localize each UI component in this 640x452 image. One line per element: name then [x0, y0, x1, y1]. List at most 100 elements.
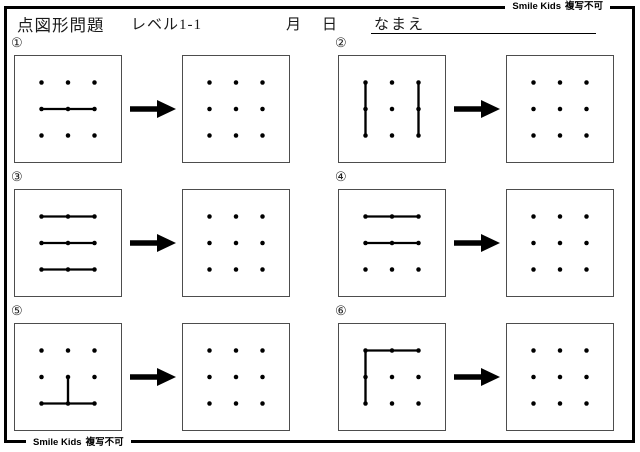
grid-dot [557, 214, 563, 219]
problem-2: ② [335, 35, 614, 163]
grid-dot [531, 240, 536, 246]
problem-3: ③ [11, 170, 290, 297]
grid-dot [207, 267, 212, 272]
grid-dot [531, 214, 536, 219]
grid-dot [39, 214, 44, 219]
grid-dot [389, 267, 395, 272]
grid-dot [65, 348, 71, 353]
grid-dot [39, 267, 44, 272]
grid-dot [65, 401, 71, 406]
grid-dot [416, 80, 421, 85]
problem-number: ⑥ [335, 303, 347, 318]
grid-dot [557, 401, 563, 406]
grid-dot [416, 401, 421, 406]
problem-number: ② [335, 35, 347, 50]
day-label: 日 [322, 17, 338, 33]
grid-dot [557, 133, 563, 138]
grid-dot [363, 374, 368, 380]
grid-dot [584, 401, 589, 406]
grid-dot [65, 80, 71, 85]
grid-dot [207, 374, 212, 380]
grid-dot [260, 106, 265, 112]
grid-dot [363, 80, 368, 85]
grid-dot [557, 240, 563, 246]
grid-dot [65, 374, 71, 380]
grid-dot [233, 214, 239, 219]
grid-dot [416, 267, 421, 272]
grid-dot [207, 133, 212, 138]
grid-dot [260, 133, 265, 138]
grid-dot [584, 267, 589, 272]
source-dot-grid [14, 323, 122, 431]
grid-dot [260, 214, 265, 219]
grid-dot [233, 401, 239, 406]
grid-dot [557, 80, 563, 85]
grid-dot [531, 106, 536, 112]
grid-dot [233, 106, 239, 112]
grid-dot [389, 374, 395, 380]
grid-dot [584, 214, 589, 219]
no-copy-mark: 複写不可 [85, 437, 124, 448]
grid-dot [389, 106, 395, 112]
grid-dot [233, 374, 239, 380]
grid-dot [531, 80, 536, 85]
grid-dot [416, 214, 421, 219]
arrow-right-icon [454, 234, 500, 252]
grid-dot [92, 106, 97, 112]
problem-6: ⑥ [335, 303, 614, 431]
grid-dot [39, 401, 44, 406]
grid-dot [39, 80, 44, 85]
grid-dot [389, 348, 395, 353]
grid-dot [531, 401, 536, 406]
grid-dot [531, 374, 536, 380]
source-dot-grid [14, 55, 122, 163]
grid-dot [233, 348, 239, 353]
grid-dot [207, 106, 212, 112]
arrow-right-icon [454, 100, 500, 118]
answer-dot-grid [182, 323, 290, 431]
grid-dot [389, 80, 395, 85]
grid-dot [363, 214, 368, 219]
grid-dot [92, 240, 97, 246]
grid-dot [416, 374, 421, 380]
grid-dot [207, 348, 212, 353]
problem-number: ④ [335, 169, 347, 184]
arrow-right-icon [130, 100, 176, 118]
problem-4: ④ [335, 169, 614, 297]
grid-dot [584, 133, 589, 138]
grid-dot [531, 267, 536, 272]
grid-dot [65, 214, 71, 219]
problem-number: ① [11, 35, 23, 50]
page-border [4, 6, 635, 443]
grid-dot [39, 348, 44, 353]
grid-dot [389, 214, 395, 219]
grid-dot [207, 80, 212, 85]
grid-dot [416, 240, 421, 246]
grid-dot [260, 348, 265, 353]
grid-dot [557, 106, 563, 112]
grid-dot [92, 401, 97, 406]
grid-dot [207, 401, 212, 406]
arrow-right-icon [130, 234, 176, 252]
grid-dot [92, 133, 97, 138]
grid-dot [207, 240, 212, 246]
grid-dot [260, 267, 265, 272]
grid-dot [363, 240, 368, 246]
grid-dot [416, 133, 421, 138]
grid-dot [207, 214, 212, 219]
grid-dot [65, 133, 71, 138]
grid-dot [531, 348, 536, 353]
grid-dot [92, 374, 97, 380]
grid-dot [363, 348, 368, 353]
grid-dot [65, 240, 71, 246]
grid-dot [92, 267, 97, 272]
grid-dot [363, 133, 368, 138]
grid-dot [531, 133, 536, 138]
grid-dot [557, 267, 563, 272]
problem-5: ⑤ [11, 304, 290, 431]
grid-dot [416, 106, 421, 112]
grid-dot [260, 80, 265, 85]
